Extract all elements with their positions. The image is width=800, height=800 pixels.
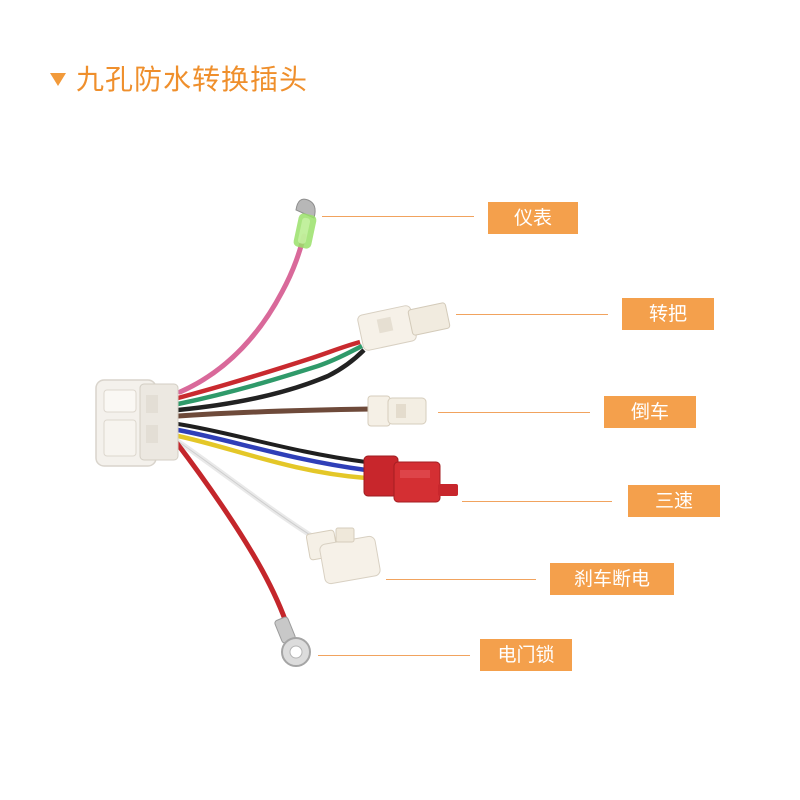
blue-wire bbox=[177, 427, 367, 473]
leader-line-speed bbox=[462, 501, 612, 502]
speed-connector bbox=[363, 455, 458, 503]
brake-connector bbox=[305, 527, 381, 585]
leader-line-meter bbox=[322, 216, 474, 217]
label-reverse: 倒车 bbox=[604, 396, 696, 428]
red-wire-ring bbox=[174, 440, 291, 629]
label-ignition: 电门锁 bbox=[480, 639, 572, 671]
main-connector bbox=[95, 379, 179, 467]
green-wire bbox=[177, 343, 364, 407]
label-speed: 三速 bbox=[628, 485, 720, 517]
triangle-down-icon bbox=[50, 72, 66, 86]
leader-line-throttle bbox=[456, 314, 608, 315]
leader-line-reverse bbox=[438, 412, 590, 413]
bullet-terminal bbox=[293, 198, 317, 249]
reverse-connector bbox=[367, 395, 427, 427]
leader-line-ignition bbox=[318, 655, 470, 656]
title-text: 九孔防水转换插头 bbox=[76, 63, 309, 96]
leader-line-brake bbox=[386, 579, 536, 580]
black-wire bbox=[177, 348, 366, 413]
label-meter: 仪表 bbox=[488, 202, 578, 234]
red-wire-throttle bbox=[177, 339, 361, 401]
label-brake: 刹车断电 bbox=[550, 563, 674, 595]
brown-wire bbox=[177, 406, 373, 419]
label-throttle: 转把 bbox=[622, 298, 714, 330]
page-title: 九孔防水转换插头 bbox=[50, 58, 308, 98]
ring-terminal bbox=[274, 616, 311, 667]
black-wire-speed bbox=[177, 422, 367, 464]
throttle-connector bbox=[357, 302, 451, 351]
pink-wire bbox=[177, 233, 307, 395]
yellow-wire bbox=[177, 433, 367, 481]
